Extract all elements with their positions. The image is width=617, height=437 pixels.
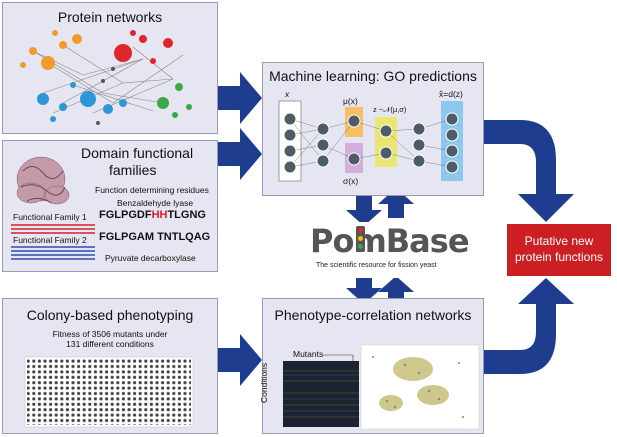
colony-phenotyping-panel: Colony-based phenotyping Fitness of 3506… bbox=[2, 298, 218, 434]
pombase-logo: PomBase The scientific resource for fiss… bbox=[306, 222, 470, 278]
z-label: z ~𝒩(μ,σ) bbox=[373, 105, 407, 114]
traffic-light-icon bbox=[356, 226, 365, 252]
pombase-wordmark: PomBase bbox=[310, 222, 470, 260]
protein-networks-panel: Protein networks bbox=[2, 2, 218, 134]
pyruvate-label: Pyruvate decarboxylase bbox=[105, 253, 196, 263]
autoencoder-diagram bbox=[278, 100, 463, 182]
arrow-pombase-up bbox=[378, 188, 414, 218]
protein-network-graph bbox=[20, 30, 192, 125]
xhat-label: x̂=d(z) bbox=[439, 89, 463, 99]
benzaldehyde-label: Benzaldehyde lyase bbox=[117, 198, 194, 208]
putative-functions-box: Putative new protein functions bbox=[507, 224, 611, 276]
heatmap-and-network bbox=[283, 344, 480, 430]
panel-title-line1: Domain functional bbox=[81, 145, 194, 161]
ff2-label: Functional Family 2 bbox=[13, 235, 87, 245]
colony-desc-line1: Fitness of 3506 mutants under bbox=[52, 329, 168, 339]
pombase-tagline: The scientific resource for fission yeas… bbox=[316, 262, 437, 269]
mutants-label: Mutants bbox=[293, 349, 324, 359]
x-label: x bbox=[285, 89, 290, 99]
sequence-logo-2: FGLPGAM TNTLQAG bbox=[99, 231, 210, 243]
arrow-ml-down bbox=[346, 196, 382, 226]
result-line1: Putative new bbox=[524, 234, 594, 248]
conditions-label: Conditions bbox=[259, 362, 269, 403]
arrow-pombase-down bbox=[346, 276, 382, 304]
arrow-domain-to-ml bbox=[218, 128, 262, 180]
arrow-colony-to-phenotype bbox=[218, 334, 262, 386]
arrow-ml-to-result bbox=[484, 120, 574, 222]
panel-title: Protein networks bbox=[57, 9, 163, 25]
mu-label: μ(x) bbox=[343, 96, 358, 106]
panel-title: Colony-based phenotyping bbox=[26, 307, 194, 323]
sigma-label: σ(x) bbox=[343, 176, 359, 186]
seq-1c: TLGNG bbox=[167, 209, 206, 221]
panel-title: Phenotype-correlation networks bbox=[274, 307, 472, 323]
domain-families-panel: Domain functional families Function dete… bbox=[2, 140, 218, 272]
seq-1b: HH bbox=[151, 209, 168, 221]
family-alignments bbox=[11, 224, 95, 260]
arrow-networks-to-ml bbox=[218, 72, 262, 124]
arrow-phenotype-to-result bbox=[484, 278, 574, 374]
fdr-label: Function determining residues bbox=[95, 185, 209, 195]
sequence-logo-1: FGLPGDFHHTLGNG bbox=[99, 209, 206, 221]
machine-learning-panel: Machine learning: GO predictions x μ(x) … bbox=[262, 62, 484, 196]
seq-1a: FGLPGDF bbox=[99, 209, 152, 221]
phenotype-networks-panel: Phenotype-correlation networks Mutants C… bbox=[259, 298, 484, 434]
colony-desc-line2: 131 different conditions bbox=[66, 339, 154, 349]
protein-structure-image bbox=[16, 156, 70, 205]
panel-title-line2: families bbox=[109, 162, 157, 178]
seq-2a: FGLPGAM bbox=[99, 231, 154, 243]
arrow-phenotype-up bbox=[378, 276, 414, 304]
colony-plate-grid bbox=[24, 356, 194, 428]
ff1-label: Functional Family 1 bbox=[13, 212, 87, 222]
panel-title: Machine learning: GO predictions bbox=[269, 68, 477, 84]
seq-2b: TNTLQAG bbox=[157, 231, 211, 243]
result-line2: protein functions bbox=[514, 250, 604, 264]
